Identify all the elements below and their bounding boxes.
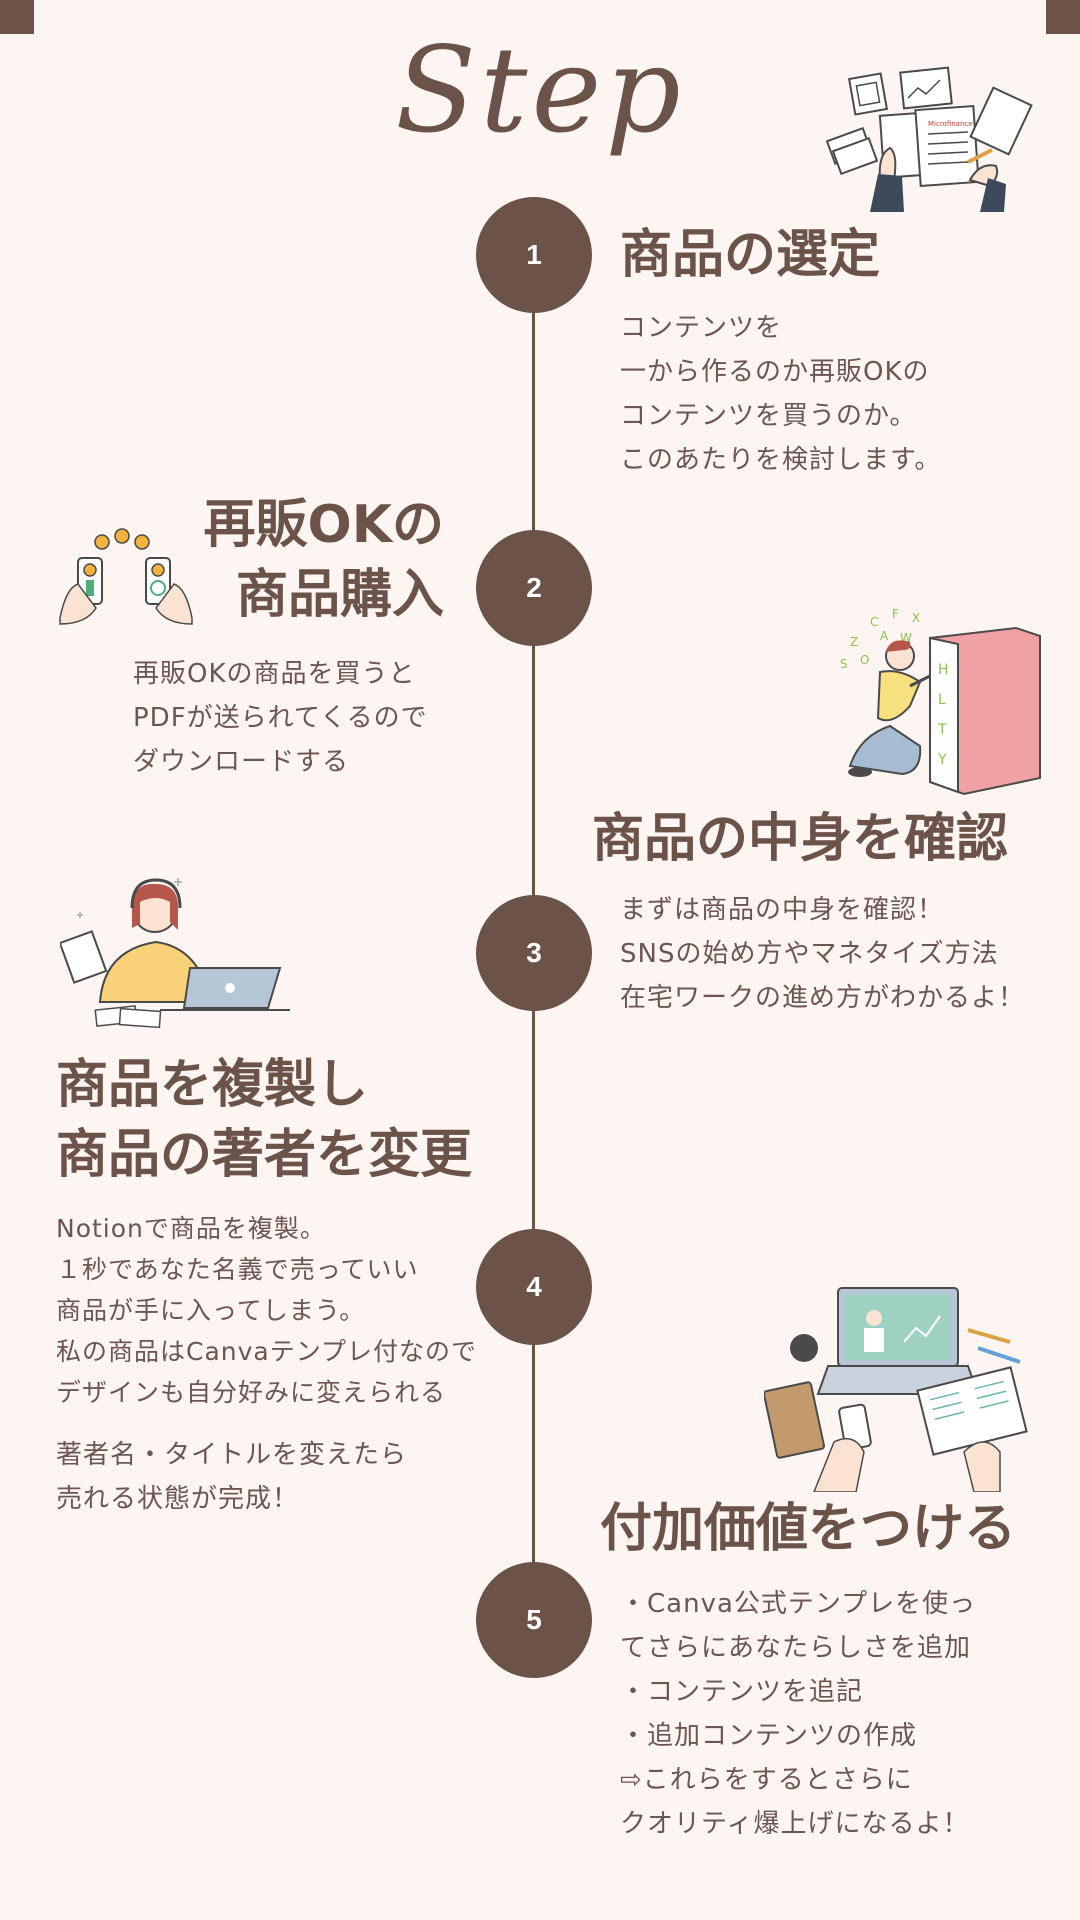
svg-text:S: S bbox=[840, 657, 848, 671]
svg-text:Z: Z bbox=[850, 635, 858, 649]
headset-worker-laptop-illustration bbox=[60, 878, 290, 1029]
step-2-badge: 2 bbox=[476, 530, 592, 646]
svg-text:H: H bbox=[938, 662, 949, 678]
step-5-heading: 付加価値をつける bbox=[600, 1499, 1017, 1559]
svg-text:F: F bbox=[892, 607, 899, 621]
svg-text:L: L bbox=[938, 692, 946, 708]
step-4-heading: 商品を複製し 商品の著者を変更 bbox=[56, 1055, 473, 1185]
microfinance-label: Microfinance bbox=[928, 120, 973, 128]
laptop-workspace-illustration bbox=[764, 1287, 1028, 1492]
step-1-heading: 商品の選定 bbox=[620, 225, 881, 285]
svg-text:O: O bbox=[860, 653, 869, 667]
svg-text:T: T bbox=[937, 722, 947, 738]
step-3-text: まずは商品の中身を確認！ SNSの始め方やマネタイズ方法 在宅ワークの進め方がわ… bbox=[620, 895, 1026, 1013]
money-transfer-phones-illustration bbox=[59, 528, 193, 625]
step-3-heading: 商品の中身を確認 bbox=[592, 809, 1009, 869]
step-4-badge: 4 bbox=[476, 1229, 592, 1345]
step-1-badge: 1 bbox=[476, 197, 592, 313]
step-1-text: コンテンツを 一から作るのか再販OKの コンテンツを買うのか。 このあたりを検討… bbox=[620, 313, 942, 475]
svg-text:A: A bbox=[880, 629, 889, 643]
step-2-heading: 再販OKの 商品購入 bbox=[203, 495, 444, 625]
svg-text:Y: Y bbox=[937, 752, 947, 768]
step-5-badge: 5 bbox=[476, 1562, 592, 1678]
step-4-text-2: 著者名・タイトルを変えたら 売れる状態が完成！ bbox=[56, 1440, 408, 1514]
step-4-text: Notionで商品を複製。 １秒であなた名義で売っていい 商品が手に入ってしまう… bbox=[56, 1214, 477, 1407]
documents-hands-illustration: Microfinance bbox=[825, 66, 1033, 212]
svg-text:X: X bbox=[912, 611, 920, 625]
step-2-text: 再販OKの商品を買うと PDFが送られてくるので ダウンロードする bbox=[133, 659, 428, 777]
step-5-text: ・Canva公式テンプレを使っ てさらにあなたらしさを追加 ・コンテンツを追記 … bbox=[620, 1589, 977, 1839]
step-3-badge: 3 bbox=[476, 895, 592, 1011]
svg-text:C: C bbox=[870, 615, 878, 629]
corner-decoration-left bbox=[0, 0, 34, 34]
page-title: Step bbox=[395, 21, 685, 159]
corner-decoration-right bbox=[1046, 0, 1080, 34]
